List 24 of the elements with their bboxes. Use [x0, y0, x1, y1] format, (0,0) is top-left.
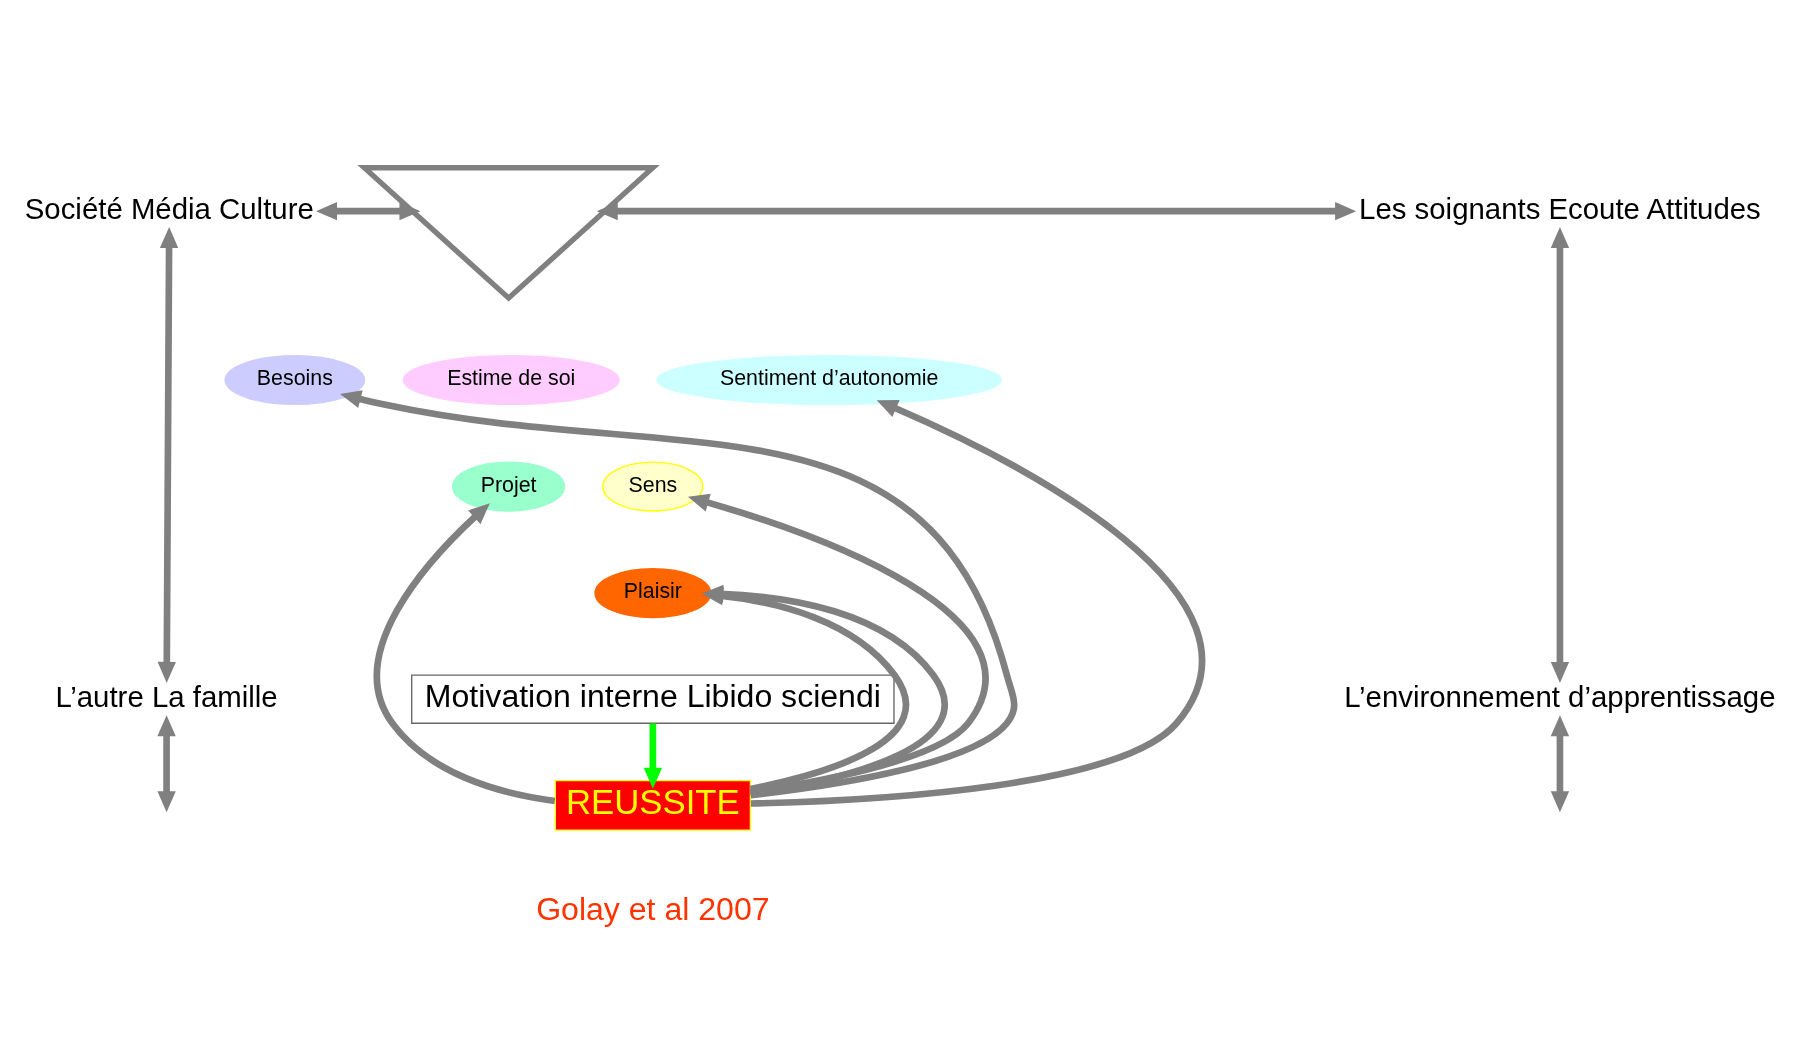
node-ellipse: Sens	[602, 461, 704, 512]
arrow	[1550, 226, 1570, 683]
label: Golay et al 2007	[536, 890, 770, 927]
node-box: Motivation interne Libido sciendi	[411, 674, 895, 724]
arrow	[340, 389, 1017, 799]
node-ellipse: Sentiment d’autonomie	[656, 354, 1003, 405]
arrow	[157, 226, 179, 683]
node-text: Les soignants Ecoute Attitudes	[1359, 191, 1761, 225]
arrow	[316, 201, 421, 220]
node-ellipse: Projet	[451, 461, 566, 512]
arrow	[1550, 714, 1570, 812]
node-ellipse: Plaisir	[594, 567, 712, 618]
arrow	[373, 502, 556, 804]
node-text: L’autre La famille	[55, 679, 278, 713]
node-text: L’environnement d’apprentissage	[1344, 679, 1776, 713]
node-ellipse: Estime de soi	[402, 354, 620, 405]
arrow	[596, 201, 1357, 220]
node-ellipse: Besoins	[224, 354, 366, 405]
node-box: REUSSITE	[554, 779, 752, 831]
arrow	[688, 493, 989, 795]
node-triangle	[357, 164, 660, 302]
arrow	[157, 714, 176, 812]
arrow	[750, 399, 1205, 807]
node-text: Société Média Culture	[24, 191, 314, 225]
